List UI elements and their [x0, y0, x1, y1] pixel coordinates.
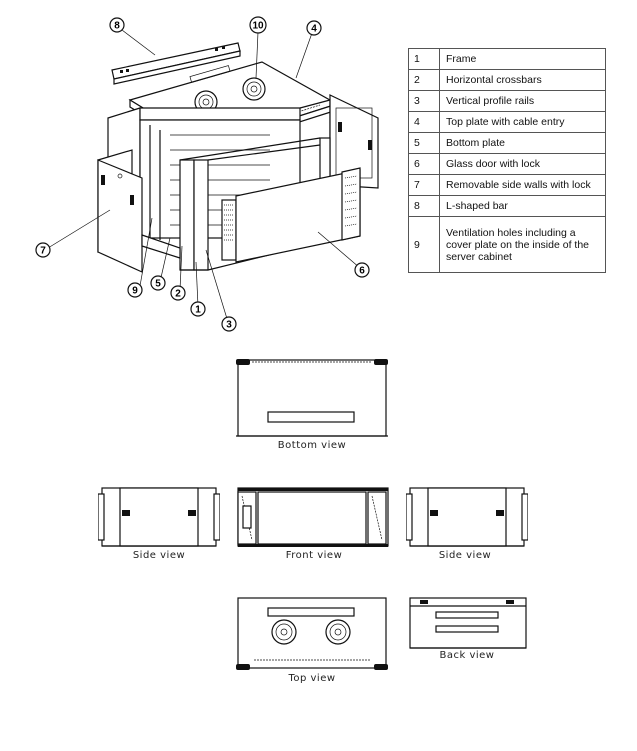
svg-text:10: 10: [252, 21, 264, 32]
fan-icon: [271, 619, 297, 645]
svg-text:3: 3: [226, 320, 232, 331]
front-view-label: Front view: [285, 550, 343, 561]
callout-4: 4: [306, 20, 322, 36]
svg-text:1: 1: [195, 305, 201, 316]
exploded-cabinet-drawing: 8 10 4 7 9 5 2 1 3 6: [35, 16, 379, 332]
callout-1: 1: [190, 301, 206, 317]
top-view-drawing: [236, 597, 388, 670]
l-shaped-bar: [111, 42, 241, 85]
callout-8: 8: [109, 17, 125, 33]
top-view-label: Top view: [288, 673, 336, 684]
side-view-right-label: Side view: [438, 550, 492, 561]
side-wall: [97, 149, 143, 273]
bottom-plate: [141, 234, 208, 271]
front-view-drawing: [237, 487, 389, 547]
glass-door: [235, 167, 361, 263]
back-view-label: Back view: [439, 650, 495, 661]
svg-text:7: 7: [40, 246, 46, 257]
svg-text:9: 9: [132, 286, 138, 297]
svg-text:2: 2: [175, 289, 181, 300]
side-view-left-drawing: [98, 487, 220, 547]
leader-lines: [47, 29, 361, 323]
svg-text:8: 8: [114, 21, 120, 32]
back-view-drawing: [409, 597, 527, 649]
callout-9: 9: [127, 282, 143, 298]
bottom-view-drawing: [236, 359, 388, 437]
svg-text:5: 5: [155, 279, 161, 290]
callout-6: 6: [354, 262, 370, 278]
svg-text:6: 6: [359, 266, 365, 277]
callout-5: 5: [150, 275, 166, 291]
fan-icon: [325, 619, 351, 645]
vent-perforation-left: [224, 204, 234, 241]
callout-10: 10: [249, 16, 267, 34]
callout-3: 3: [221, 316, 237, 332]
callout-7: 7: [35, 242, 51, 258]
callout-2: 2: [170, 285, 186, 301]
bottom-view-label: Bottom view: [277, 440, 347, 451]
side-view-right-drawing: [406, 487, 528, 547]
svg-text:4: 4: [311, 24, 317, 35]
side-view-left-label: Side view: [132, 550, 186, 561]
vent-perforation-right: [344, 175, 358, 227]
